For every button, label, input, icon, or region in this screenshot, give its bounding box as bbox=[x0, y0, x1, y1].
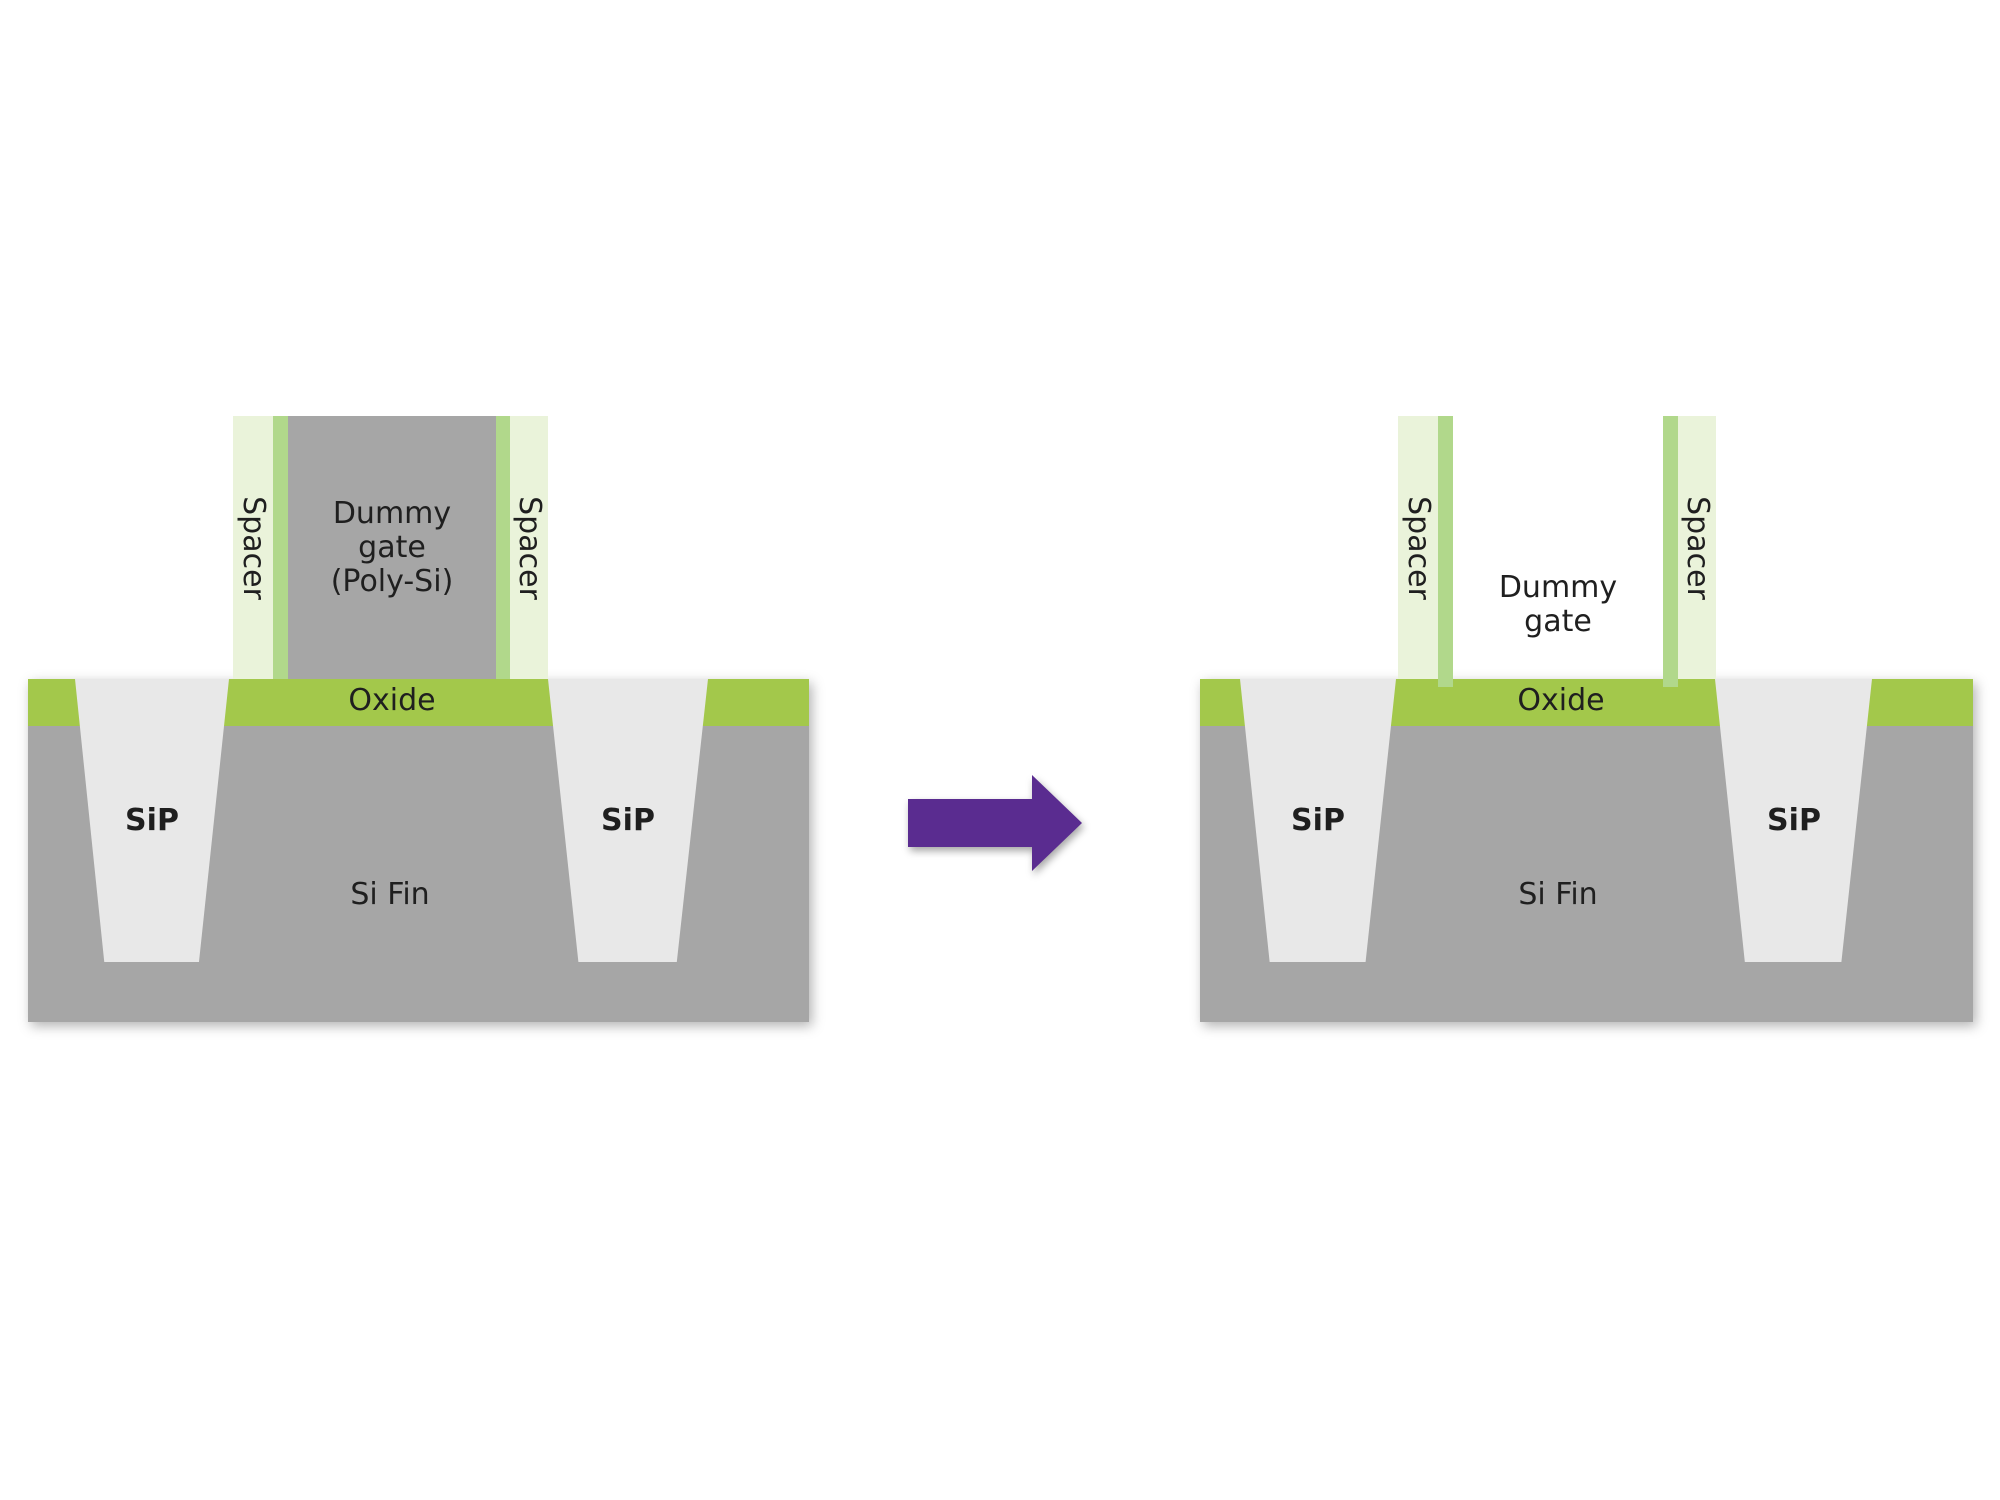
right-sip-right-label: SiP bbox=[1767, 803, 1821, 838]
right-spacer-left-inner bbox=[1438, 416, 1453, 687]
left-sip-left-region bbox=[75, 679, 229, 962]
right-spacer-left-label: Spacer bbox=[1401, 496, 1436, 600]
left-sip-right-region bbox=[548, 679, 708, 962]
right-sip-right-region bbox=[1715, 679, 1872, 962]
left-spacer-left-outer bbox=[233, 416, 273, 679]
left-spacer-right-label: Spacer bbox=[512, 496, 547, 600]
right-arrow-icon bbox=[908, 775, 1082, 871]
right-spacer-right-label: Spacer bbox=[1680, 496, 1715, 600]
left-dummy-gate-block bbox=[288, 416, 496, 679]
right-oxide-label: Oxide bbox=[1517, 683, 1605, 718]
right-dummy-gate-label: Dummy gate bbox=[1498, 570, 1618, 639]
left-dummy-gate-label: Dummy gate (Poly-Si) bbox=[330, 496, 454, 599]
left-sip-left-label: SiP bbox=[125, 803, 179, 838]
left-oxide-label: Oxide bbox=[348, 683, 436, 718]
right-sip-left-label: SiP bbox=[1291, 803, 1345, 838]
right-sip-left-region bbox=[1240, 679, 1396, 962]
right-spacer-left-outer bbox=[1398, 416, 1438, 679]
left-si-fin-label: Si Fin bbox=[350, 877, 430, 912]
left-spacer-right-inner bbox=[496, 416, 510, 679]
left-sip-right-label: SiP bbox=[601, 803, 655, 838]
right-spacer-right-outer bbox=[1678, 416, 1716, 679]
right-si-fin-label: Si Fin bbox=[1518, 877, 1598, 912]
left-spacer-left-inner bbox=[273, 416, 288, 679]
right-spacer-right-inner bbox=[1663, 416, 1678, 687]
left-spacer-right-outer bbox=[510, 416, 548, 679]
left-spacer-left-label: Spacer bbox=[236, 496, 271, 600]
